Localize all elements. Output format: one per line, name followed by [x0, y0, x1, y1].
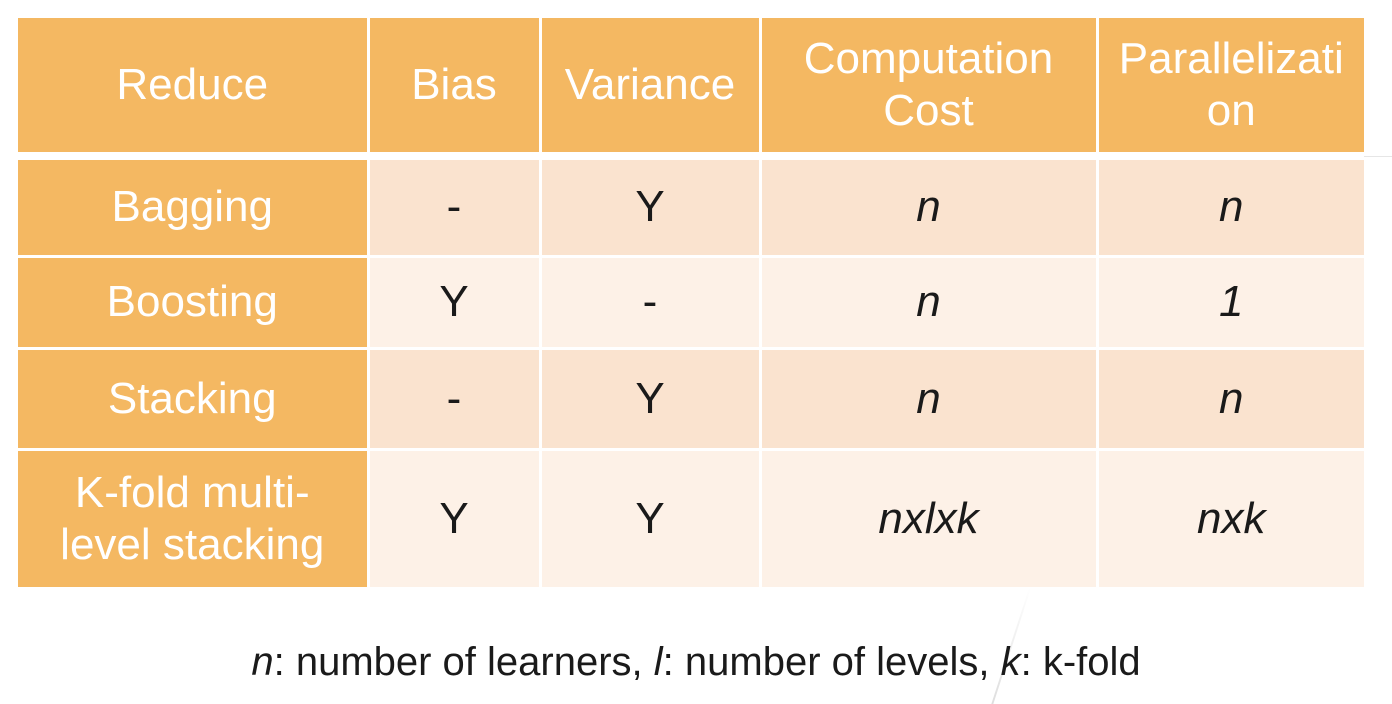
cell-bias: Y — [368, 254, 542, 348]
cell-bias: Y — [368, 447, 542, 587]
caption-k-text: : k-fold — [1020, 640, 1141, 684]
row-label-k-fold-stacking: K-fold multi-level stacking — [18, 447, 370, 587]
cell-parallelization: nxk — [1097, 447, 1364, 587]
table-row: Bagging - Y n n — [18, 152, 1364, 256]
caption-n-symbol: n — [251, 640, 274, 684]
caption-n-text: : number of learners, — [273, 640, 654, 684]
cell-parallelization: 1 — [1097, 254, 1364, 348]
cell-parallelization: n — [1097, 346, 1364, 449]
cell-parallelization: n — [1097, 152, 1364, 256]
caption-l-text: : number of levels, — [662, 640, 1001, 684]
cell-variance: Y — [540, 346, 762, 449]
header-cell-computation-cost-text: Computation Cost — [803, 34, 1054, 135]
header-cell-computation-cost: Computation Cost — [760, 18, 1099, 156]
row-label-bagging: Bagging — [18, 152, 370, 256]
caption-l-symbol: l — [653, 640, 663, 684]
cell-bias: - — [368, 346, 542, 449]
cell-computation-cost: n — [760, 152, 1099, 256]
legend-caption: n: number of learners, l: number of leve… — [0, 636, 1392, 688]
cell-variance: - — [540, 254, 762, 348]
header-cell-parallelization-text: Parallelizati on — [1118, 34, 1344, 135]
cell-bias: - — [368, 152, 542, 256]
header-cell-reduce: Reduce — [18, 18, 370, 156]
cell-computation-cost: nxlxk — [760, 447, 1099, 587]
cell-computation-cost: n — [760, 254, 1099, 348]
row-label-stacking: Stacking — [18, 346, 370, 449]
table-row: K-fold multi-level stacking Y Y nxlxk nx… — [18, 447, 1364, 587]
cell-variance: Y — [540, 447, 762, 587]
header-cell-parallelization: Parallelizati on — [1097, 18, 1364, 156]
comparison-table: Reduce Bias Variance Computation Cost Pa… — [18, 18, 1364, 587]
decorative-line — [1364, 156, 1392, 157]
table-row: Stacking - Y n n — [18, 346, 1364, 449]
caption-k-symbol: k — [1000, 640, 1021, 684]
table-header-row: Reduce Bias Variance Computation Cost Pa… — [18, 18, 1364, 156]
table-row: Boosting Y - n 1 — [18, 254, 1364, 348]
cell-variance: Y — [540, 152, 762, 256]
header-cell-variance: Variance — [540, 18, 762, 156]
header-cell-bias: Bias — [368, 18, 542, 156]
cell-computation-cost: n — [760, 346, 1099, 449]
row-label-boosting: Boosting — [18, 254, 370, 348]
